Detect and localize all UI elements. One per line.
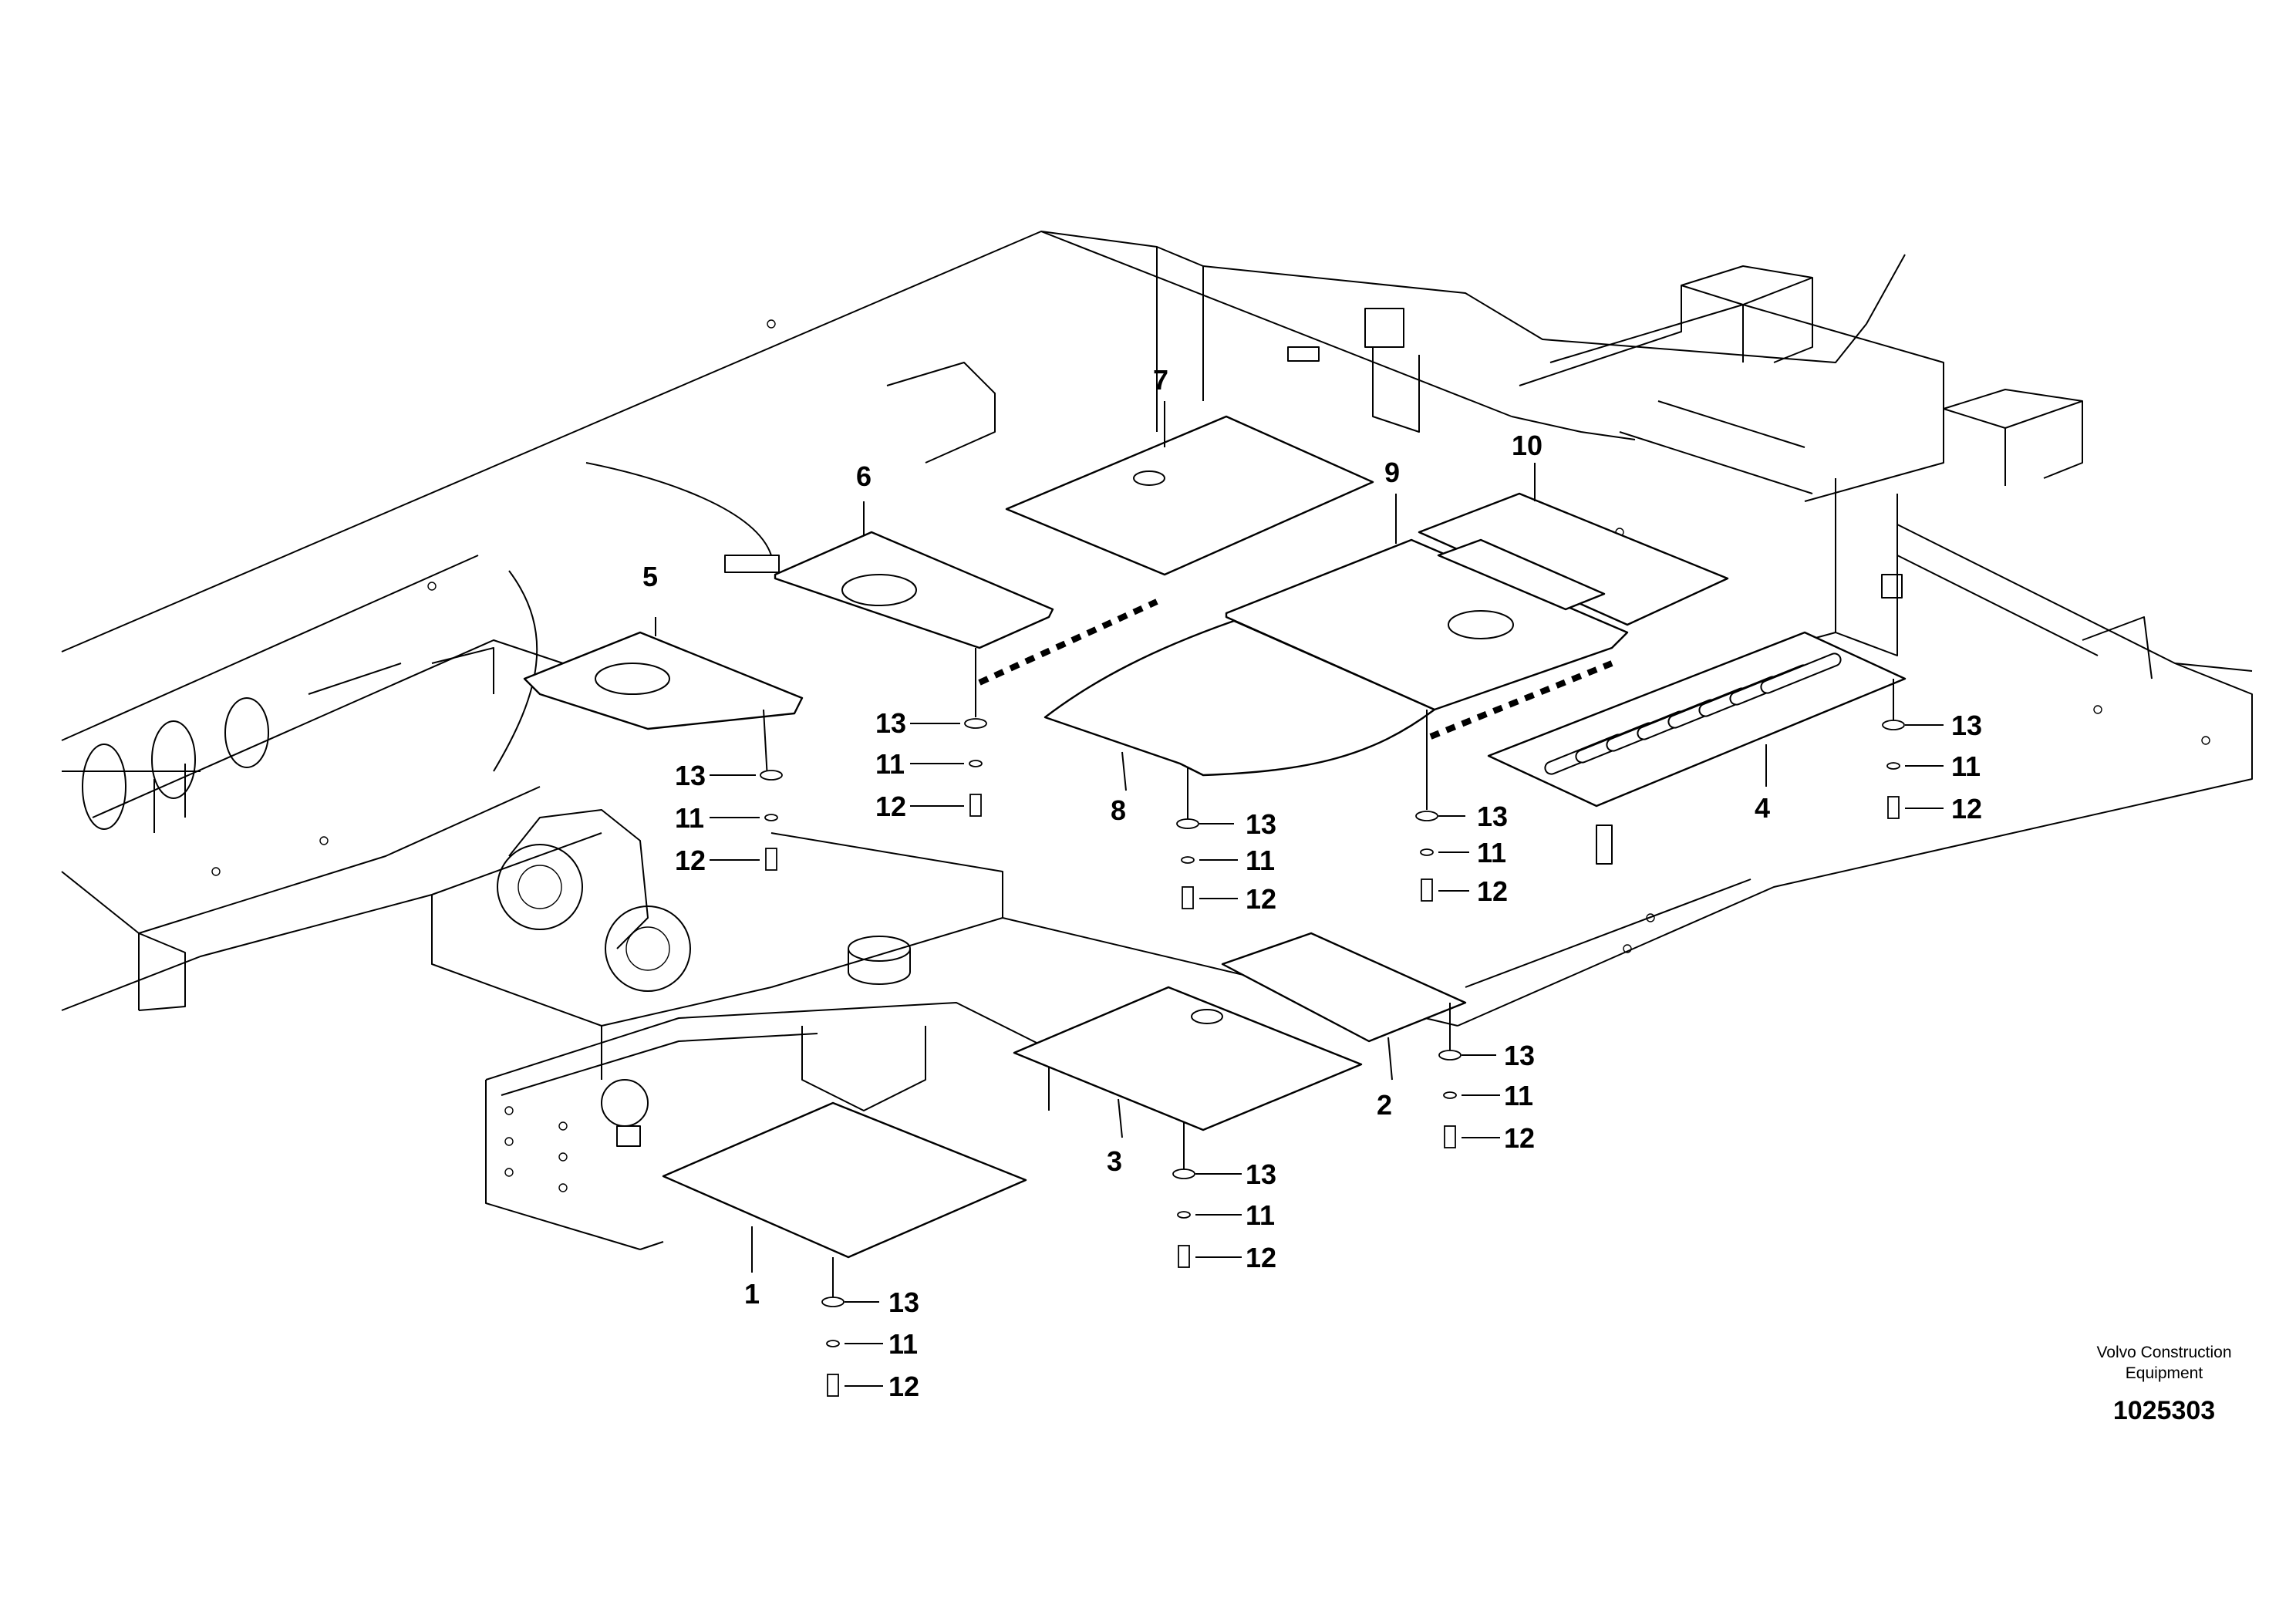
- callout-9-12: 12: [1477, 875, 1508, 907]
- callout-1-11: 11: [888, 1328, 918, 1360]
- callout-6-11: 11: [875, 748, 905, 780]
- callout-6: 6: [856, 460, 872, 492]
- callout-4-13: 13: [1951, 710, 1982, 741]
- callout-1-12: 12: [888, 1371, 919, 1402]
- callout-9: 9: [1384, 457, 1400, 488]
- plate-5: 5: [523, 561, 804, 780]
- fasteners-2: 13 11 12: [1438, 1040, 1535, 1154]
- callout-4-11: 11: [1951, 750, 1981, 782]
- fasteners-9: 13 11 12: [1415, 801, 1508, 907]
- plate-1: 1: [662, 1101, 1027, 1310]
- fasteners-8: 13 11 12: [1176, 808, 1276, 915]
- plate-10: 10: [1418, 430, 1729, 626]
- fasteners-4: 13 11 12: [1882, 710, 1982, 824]
- callout-2-13: 13: [1504, 1040, 1535, 1071]
- callout-8-13: 13: [1246, 808, 1276, 840]
- callout-1-13: 13: [888, 1286, 919, 1318]
- callout-8: 8: [1111, 794, 1126, 826]
- callout-1: 1: [744, 1278, 760, 1310]
- fasteners-6: 13 11 12: [875, 707, 987, 822]
- plate-4: 4: [1487, 631, 1907, 824]
- callout-2-11: 11: [1504, 1080, 1533, 1111]
- callout-10: 10: [1512, 430, 1542, 461]
- chassis-frame: [61, 231, 2253, 1250]
- callout-6-13: 13: [875, 707, 906, 739]
- callout-8-12: 12: [1246, 883, 1276, 915]
- callout-3-11: 11: [1246, 1199, 1275, 1231]
- plate-9: 9: [1225, 457, 1629, 810]
- callout-3: 3: [1107, 1145, 1122, 1177]
- callout-5-12: 12: [675, 845, 706, 876]
- plate-7: 7: [1005, 364, 1374, 576]
- callout-5: 5: [642, 561, 658, 592]
- credit-line-1: Volvo Construction: [2096, 1344, 2231, 1361]
- callout-3-12: 12: [1246, 1242, 1276, 1273]
- plate-2: 2: [1221, 932, 1467, 1121]
- callout-3-13: 13: [1246, 1158, 1276, 1190]
- callout-8-11: 11: [1246, 845, 1275, 876]
- callout-5-11: 11: [675, 802, 704, 834]
- callout-9-13: 13: [1477, 801, 1508, 832]
- credit-line-2: Equipment: [2126, 1364, 2203, 1382]
- fasteners-5: 13 11 12: [675, 760, 783, 876]
- figure-credit: Volvo Construction Equipment 1025303: [2096, 1344, 2231, 1425]
- callout-2-12: 12: [1504, 1122, 1535, 1154]
- callout-5-13: 13: [675, 760, 706, 791]
- plate-6: 6: [774, 460, 1158, 717]
- callout-7: 7: [1153, 364, 1168, 396]
- callout-4-12: 12: [1951, 793, 1982, 824]
- figure-number: 1025303: [2113, 1396, 2215, 1425]
- fasteners-3: 13 11 12: [1172, 1158, 1276, 1273]
- callout-2: 2: [1377, 1089, 1392, 1121]
- plate-3: 3: [1013, 986, 1363, 1177]
- callout-6-12: 12: [875, 791, 906, 822]
- fasteners-1: 13 11 12: [821, 1286, 919, 1402]
- callout-4: 4: [1755, 792, 1770, 824]
- callout-9-11: 11: [1477, 837, 1506, 868]
